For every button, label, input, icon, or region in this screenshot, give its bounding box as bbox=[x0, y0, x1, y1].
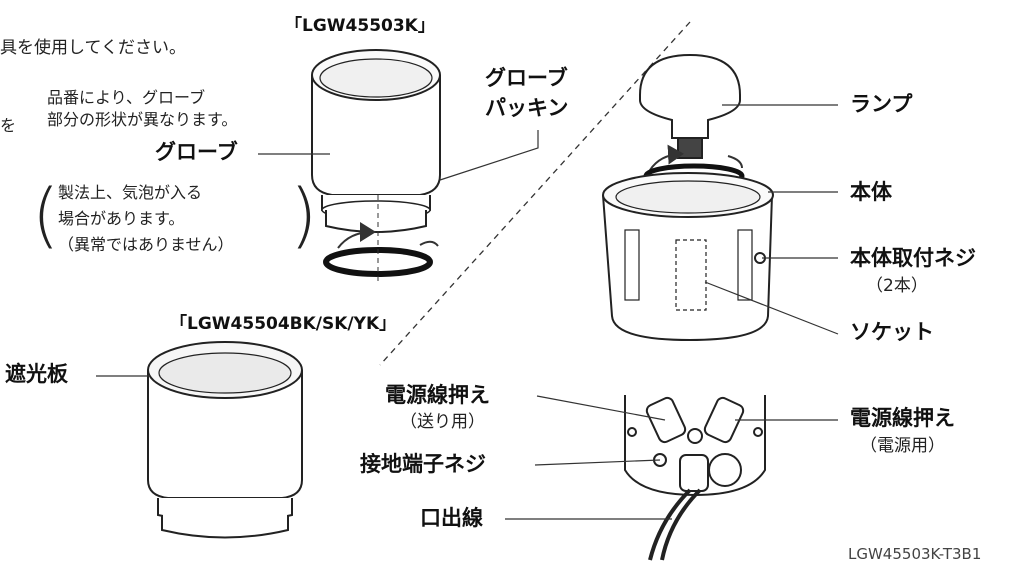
note-bubbles-line-2: 場合があります。 bbox=[58, 209, 185, 228]
label-lamp: ランプ bbox=[850, 92, 913, 116]
note-shape-line-1: 品番により、グローブ bbox=[47, 88, 206, 107]
shade-lgw45504 bbox=[147, 341, 303, 539]
label-globe: グローブ bbox=[155, 140, 238, 164]
label-ground-screw: 接地端子ネジ bbox=[360, 452, 486, 476]
label-outlet-wire: 口出線 bbox=[420, 506, 483, 530]
label-cable-clamp-power: 電源線押え bbox=[850, 406, 955, 430]
label-globe-packing-2: パッキン bbox=[485, 96, 569, 120]
globe-lgw45503k bbox=[311, 49, 441, 233]
note-bubbles-line-3: （異常ではありません） bbox=[58, 235, 234, 254]
base-plate bbox=[624, 395, 766, 561]
label-shade: 遮光板 bbox=[5, 362, 68, 386]
label-cable-clamp-power-sub: （電源用） bbox=[860, 436, 945, 456]
figure-code: LGW45503K-T3B1 bbox=[848, 545, 982, 563]
note-bubbles-line-1: 製法上、気泡が入る bbox=[58, 183, 203, 202]
model-a-label: 「LGW45503K」 bbox=[285, 16, 435, 36]
edge-fragment: を bbox=[0, 116, 17, 135]
top-instruction: 具を使用してください。 bbox=[0, 38, 186, 58]
label-cable-clamp-feed: 電源線押え bbox=[385, 383, 490, 407]
label-cable-clamp-feed-sub: （送り用） bbox=[400, 412, 485, 432]
label-body-screw-count: （2本） bbox=[866, 276, 928, 296]
note-bracket-right: ) bbox=[290, 174, 318, 256]
label-globe-packing-1: グローブ bbox=[485, 66, 568, 90]
fixture-body bbox=[602, 172, 774, 342]
packing-ring-left bbox=[323, 195, 439, 285]
model-b-label: 「LGW45504BK/SK/YK」 bbox=[170, 314, 397, 334]
dashed-separator bbox=[379, 21, 691, 366]
label-body-screw: 本体取付ネジ bbox=[850, 246, 976, 270]
note-shape-line-2: 部分の形状が異なります。 bbox=[47, 110, 238, 129]
label-socket: ソケット bbox=[850, 320, 934, 344]
note-bracket-left: ( bbox=[32, 174, 60, 256]
leader-lines bbox=[96, 104, 839, 520]
label-body: 本体 bbox=[850, 180, 892, 204]
lamp bbox=[639, 53, 741, 159]
